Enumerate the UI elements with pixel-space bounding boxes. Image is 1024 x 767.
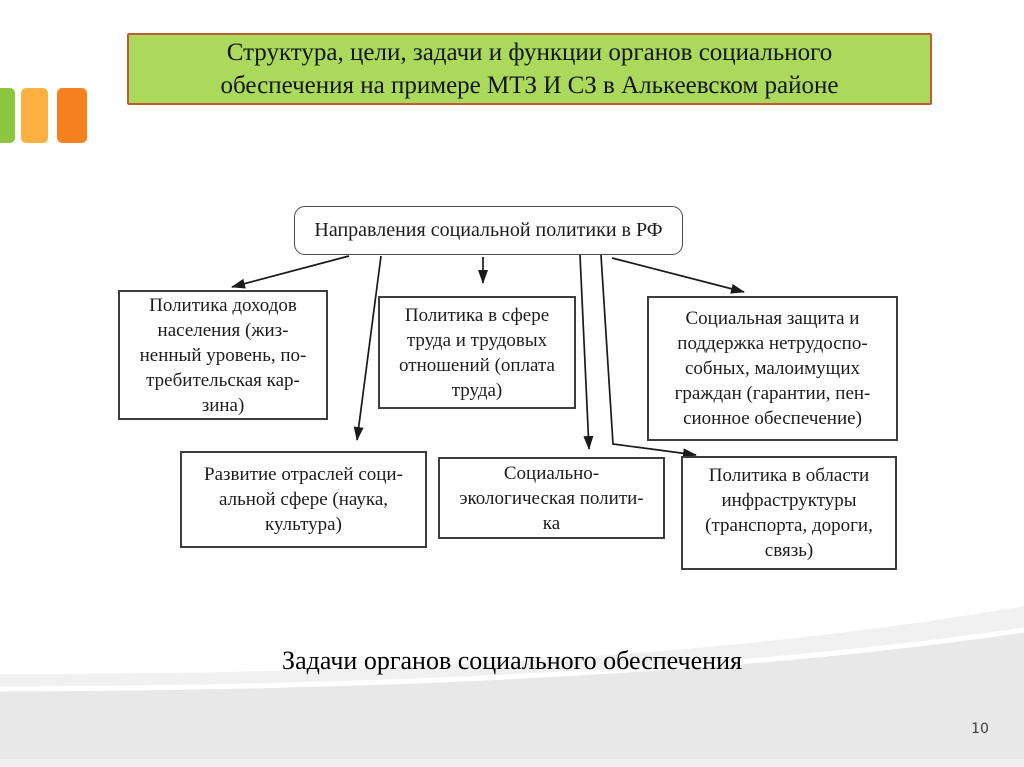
diagram-node-labor-label: Политика в сфере труда и трудовых отноше… <box>399 304 555 401</box>
diagram-node-branches-label: Развитие отраслей соци- альной сфере (на… <box>204 464 403 535</box>
slide-title: Структура, цели, задачи и функции органо… <box>220 39 839 99</box>
diagram-node-infrastructure-label: Политика в области инфраструктуры (транс… <box>705 465 873 561</box>
diagram-node-ecology: Социально- экологическая полити- ка <box>438 457 665 539</box>
diagram-node-protection: Социальная защита и поддержка нетрудоспо… <box>647 296 898 441</box>
diagram-node-infrastructure: Политика в области инфраструктуры (транс… <box>681 456 897 570</box>
diagram-node-root-label: Направления социальной политики в РФ <box>314 219 663 241</box>
diagram-node-ecology-label: Социально- экологическая полити- ка <box>459 462 644 534</box>
diagram-node-income: Политика доходов населения (жиз- ненный … <box>118 290 328 420</box>
arrow-root-to-ecology <box>579 254 594 450</box>
arrow-root-to-protection <box>611 257 745 294</box>
accent-bar-orange <box>57 88 87 143</box>
accent-bar-yellow <box>21 88 48 143</box>
diagram-node-branches: Развитие отраслей соци- альной сфере (на… <box>180 451 427 548</box>
slide-title-box: Структура, цели, задачи и функции органо… <box>127 33 932 105</box>
page-number: 10 <box>971 721 989 737</box>
diagram-node-labor: Политика в сфере труда и трудовых отноше… <box>378 296 576 409</box>
accent-bar-green <box>0 88 15 143</box>
diagram-node-root: Направления социальной политики в РФ <box>294 206 683 255</box>
diagram-node-income-label: Политика доходов населения (жиз- ненный … <box>139 294 307 416</box>
slide-caption: Задачи органов социального обеспечения <box>282 646 742 675</box>
diagram-node-protection-label: Социальная защита и поддержка нетрудоспо… <box>674 308 871 429</box>
arrow-root-to-income <box>231 255 350 289</box>
